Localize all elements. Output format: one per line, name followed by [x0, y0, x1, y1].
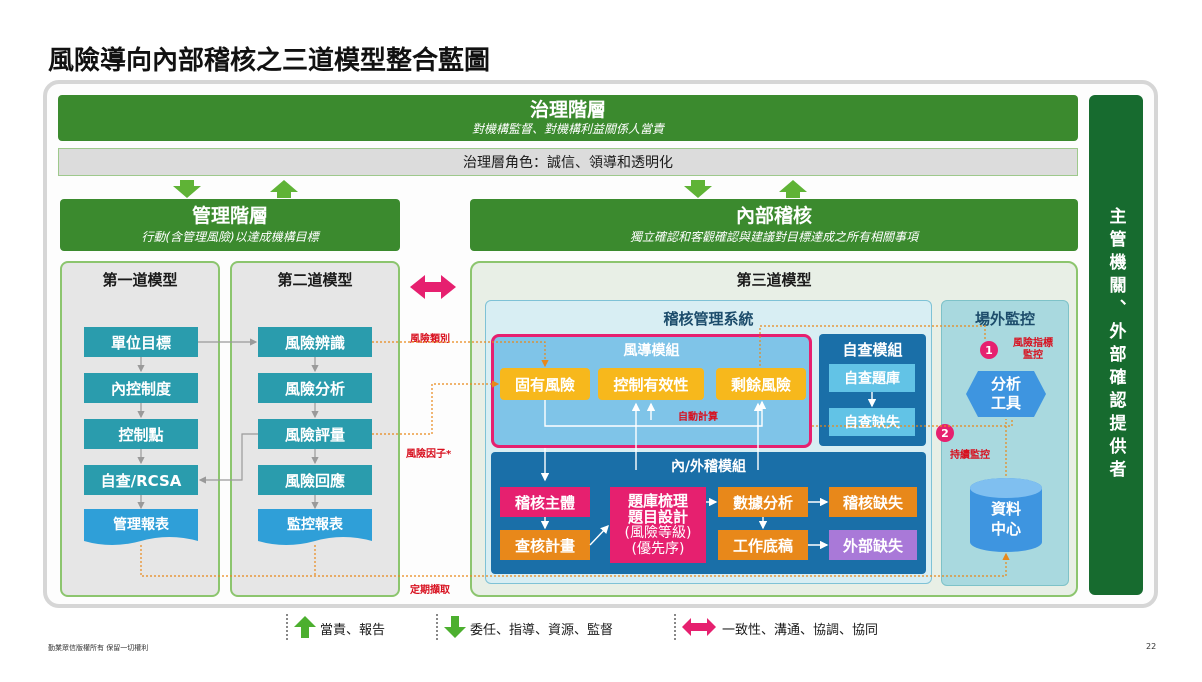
line2-item: 風險辨識 — [258, 327, 372, 357]
badge-1: 1 — [980, 341, 998, 359]
risk-module-title: 風導模組 — [623, 343, 680, 359]
analysis-tool-line: 分析 — [990, 375, 1021, 393]
self-check-title: 自查模組 — [842, 340, 903, 359]
regulator-text: 主管機關、外部確認提供者 — [1105, 207, 1126, 483]
analysis-tool: 分析 工具 — [966, 371, 1046, 417]
up-arrow-icon — [779, 180, 807, 198]
self-check-item: 自查缺失 — [829, 408, 915, 436]
risk-module-item: 固有風險 — [500, 368, 590, 400]
line1-item: 自查/RCSA — [84, 465, 198, 495]
badge-2-label: 持續監控 — [950, 450, 990, 461]
question-bank-line: 題目設計 — [627, 508, 688, 526]
line2-item: 風險評量 — [258, 419, 372, 449]
risk-factor-label: 風險因子* — [406, 449, 452, 460]
internal-audit-subtitle: 獨立確認和客觀確認與建議對目標達成之所有相關事項 — [629, 230, 918, 244]
up-arrow-icon — [294, 616, 316, 638]
data-center-line: 資料 — [990, 500, 1021, 518]
audit-subject: 稽核主體 — [500, 487, 590, 517]
offsite-title: 場外監控 — [974, 309, 1035, 328]
audit-deficiency: 稽核缺失 — [829, 487, 917, 517]
footer-page-number: 22 — [1146, 642, 1157, 651]
governance-title: 治理階層 — [529, 99, 606, 121]
double-arrow-icon — [682, 618, 716, 636]
line2-title: 第二道模型 — [277, 270, 353, 289]
line2-report-doc — [258, 509, 372, 545]
question-bank-sub: (風險等級) — [624, 525, 692, 541]
badge-1-label: 風險指標 監控 — [1013, 338, 1053, 362]
management-bar: 管理階層 行動(含管理風險)以達成機構目標 — [60, 199, 400, 251]
data-center: 資料 中心 — [970, 496, 1042, 542]
governance-roles: 治理層角色：誠信、領導和透明化 — [463, 155, 673, 171]
risk-module-item: 剩餘風險 — [716, 368, 806, 400]
regulator-bar: 主管機關、外部確認提供者 — [1089, 95, 1143, 595]
internal-audit-bar: 內部稽核 獨立確認和客觀確認與建議對目標達成之所有相關事項 — [470, 199, 1078, 251]
legend-divider — [436, 614, 438, 640]
audit-plan: 查核計畫 — [500, 530, 590, 560]
line3-title: 第三道模型 — [736, 270, 812, 289]
internal-audit-title: 內部稽核 — [735, 205, 812, 227]
down-arrow-icon — [173, 180, 201, 198]
legend-up-label: 當責、報告 — [320, 623, 386, 638]
up-arrow-icon — [270, 180, 298, 198]
badge-1-label-line: 監控 — [1023, 350, 1043, 361]
management-subtitle: 行動(含管理風險)以達成機構目標 — [141, 230, 319, 244]
footer-copyright: 勤業眾信版權所有 保留一切權利 — [48, 644, 149, 652]
legend-divider — [674, 614, 676, 640]
line1-item: 單位目標 — [84, 327, 198, 357]
badge-2: 2 — [936, 424, 954, 442]
periodic-extract-label: 定期擷取 — [410, 585, 450, 596]
legend: 當責、報告 委任、指導、資源、監督 一致性、溝通、協調、協同 — [286, 612, 926, 642]
analysis-tool-shape — [966, 371, 1046, 417]
governance-bar: 治理階層 對機構監督、對機構利益關係人當責 — [58, 95, 1078, 141]
management-title: 管理階層 — [191, 205, 268, 227]
data-analysis: 數據分析 — [718, 487, 808, 517]
line1-item: 內控制度 — [84, 373, 198, 403]
legend-down-label: 委任、指導、資源、監督 — [470, 623, 614, 638]
data-center-cylinder — [970, 478, 1042, 552]
line1-item: 控制點 — [84, 419, 198, 449]
page-title: 風險導向內部稽核之三道模型整合藍圖 — [48, 46, 491, 76]
auto-calc-label: 自動計算 — [678, 412, 718, 423]
legend-both-label: 一致性、溝通、協調、協同 — [722, 623, 879, 638]
external-deficiency: 外部缺失 — [829, 530, 917, 560]
down-arrow-icon — [444, 616, 466, 638]
legend-divider — [286, 614, 288, 640]
line2-item: 風險分析 — [258, 373, 372, 403]
line1-report: 管理報表 — [113, 517, 169, 533]
data-center-line: 中心 — [990, 520, 1021, 538]
line2-item: 風險回應 — [258, 465, 372, 495]
line1-report-doc — [84, 509, 198, 545]
workpaper: 工作底稿 — [718, 530, 808, 560]
line1-title: 第一道模型 — [102, 270, 178, 289]
governance-subtitle: 對機構監督、對機構利益關係人當責 — [471, 122, 664, 136]
question-bank: 題庫梳理 題目設計 (風險等級) (優先序) — [610, 487, 706, 563]
risk-category-label: 風險類別 — [410, 334, 450, 345]
analysis-tool-line: 工具 — [990, 394, 1021, 412]
down-arrow-icon — [684, 180, 712, 198]
audit-module-title: 內/外稽模組 — [670, 459, 747, 475]
badge-1-label-line: 風險指標 — [1013, 338, 1053, 349]
self-check-item: 自查題庫 — [829, 364, 915, 392]
question-bank-sub: (優先序) — [631, 541, 685, 557]
audit-system-title: 稽核管理系統 — [663, 309, 754, 328]
line2-report: 監控報表 — [287, 517, 343, 533]
question-bank-line: 題庫梳理 — [627, 492, 688, 510]
governance-roles-bar: 治理層角色：誠信、領導和透明化 — [58, 148, 1078, 176]
risk-module-item: 控制有效性 — [598, 368, 704, 400]
